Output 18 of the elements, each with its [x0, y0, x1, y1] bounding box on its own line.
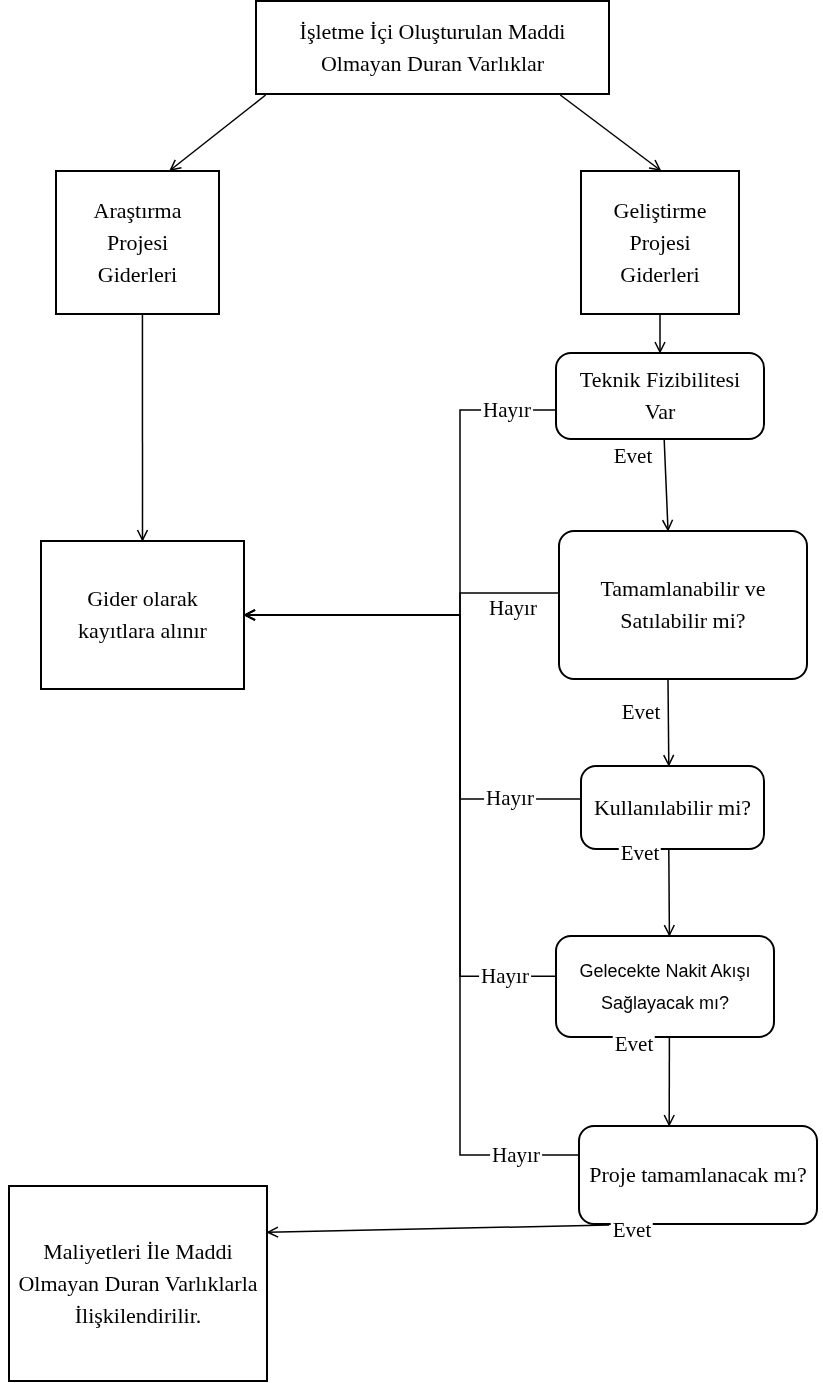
arrow [661, 439, 674, 531]
arrow [559, 94, 661, 171]
arrow [244, 609, 579, 1156]
process-box: Geliştirme Projesi Giderleri [580, 170, 740, 315]
process-box: Gider olarak kayıtlara alınır [40, 540, 245, 690]
arrow [662, 679, 675, 766]
arrow [663, 849, 676, 936]
arrow [663, 1037, 675, 1126]
arrow [136, 314, 149, 541]
arrow [654, 314, 666, 353]
decision-box: Tamamlanabilir ve Satılabilir mi? [558, 530, 808, 680]
process-box: Araştırma Projesi Giderleri [55, 170, 220, 315]
process-box: Maliyetleri İle Maddi Olmayan Duran Varlıklarla İlişkilendirilir. [8, 1185, 268, 1382]
arrow [169, 94, 267, 171]
process-box: İşletme İçi Oluşturulan Maddi Olmayan Duran Varlıklar [255, 0, 610, 95]
decision-box: Gelecekte Nakit Akışı Sağlayacak mı? [555, 935, 775, 1038]
decision-box: Teknik Fizibilitesi Var [555, 352, 765, 440]
arrow [267, 1224, 610, 1238]
